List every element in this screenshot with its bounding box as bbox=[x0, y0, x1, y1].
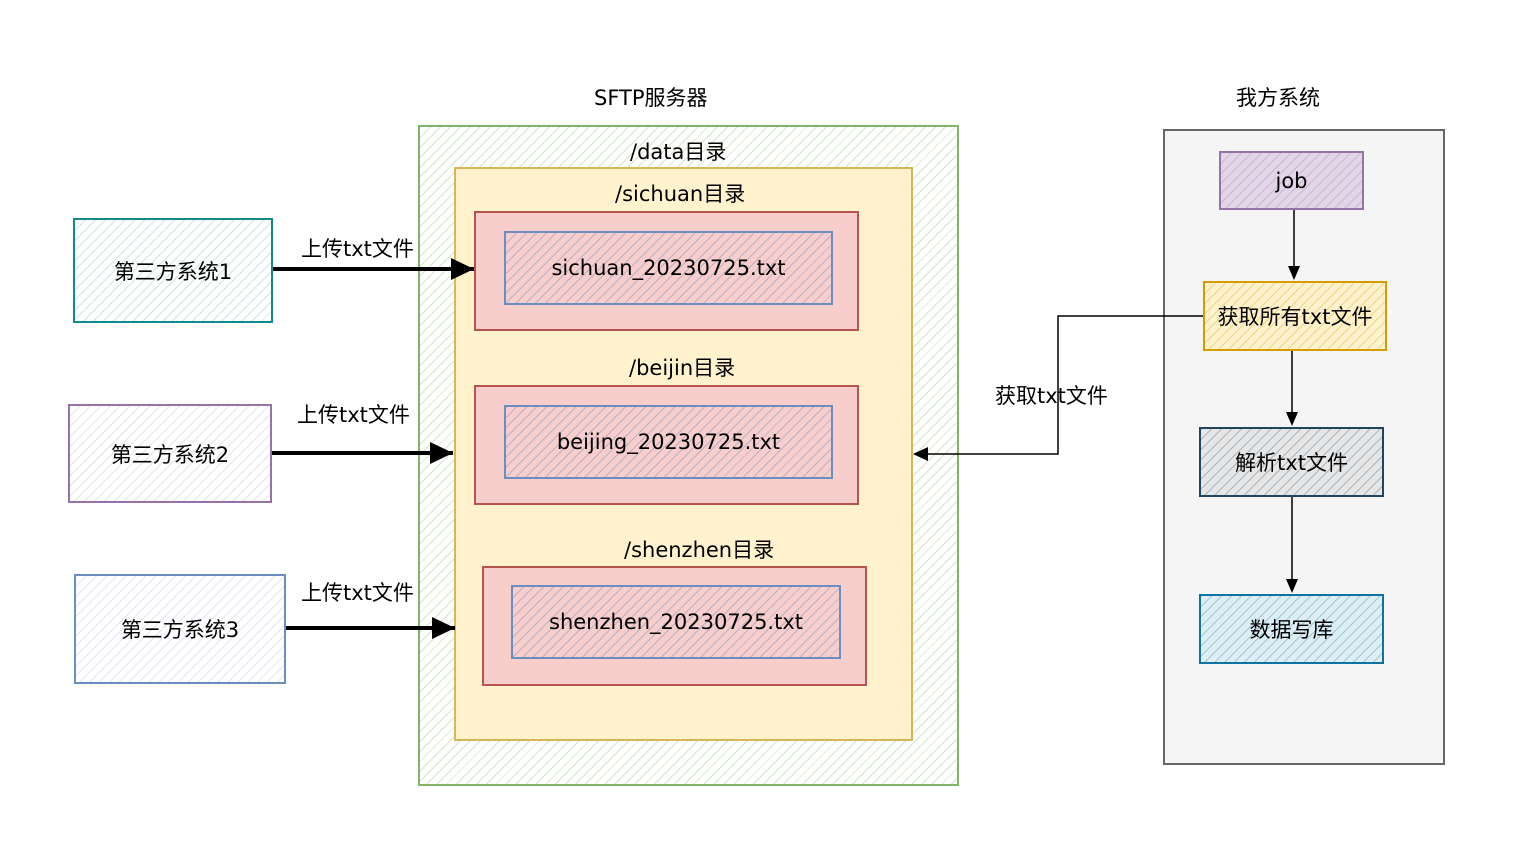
third-party-system-2: 第三方系统2 bbox=[68, 404, 272, 503]
upload-label-3: 上传txt文件 bbox=[301, 581, 414, 605]
step-fetch-all-txt: 获取所有txt文件 bbox=[1203, 281, 1387, 351]
file-sichuan: sichuan_20230725.txt bbox=[504, 231, 833, 305]
data-dir-label: /data目录 bbox=[630, 140, 727, 164]
step-parse-txt: 解析txt文件 bbox=[1199, 427, 1384, 497]
step-write-db: 数据写库 bbox=[1199, 594, 1384, 664]
file-beijing: beijing_20230725.txt bbox=[504, 405, 833, 479]
fetch-txt-label: 获取txt文件 bbox=[995, 384, 1108, 408]
upload-label-1: 上传txt文件 bbox=[301, 237, 414, 261]
third-party-system-3: 第三方系统3 bbox=[74, 574, 286, 684]
dir-label-beijin: /beijin目录 bbox=[629, 356, 736, 380]
dir-label-shenzhen: /shenzhen目录 bbox=[624, 538, 775, 562]
file-shenzhen: shenzhen_20230725.txt bbox=[511, 585, 841, 659]
upload-label-2: 上传txt文件 bbox=[297, 403, 410, 427]
our-system-title: 我方系统 bbox=[1236, 86, 1320, 110]
dir-label-sichuan: /sichuan目录 bbox=[615, 182, 746, 206]
third-party-system-1: 第三方系统1 bbox=[73, 218, 273, 323]
step-job: job bbox=[1219, 151, 1364, 210]
sftp-title: SFTP服务器 bbox=[594, 86, 708, 110]
